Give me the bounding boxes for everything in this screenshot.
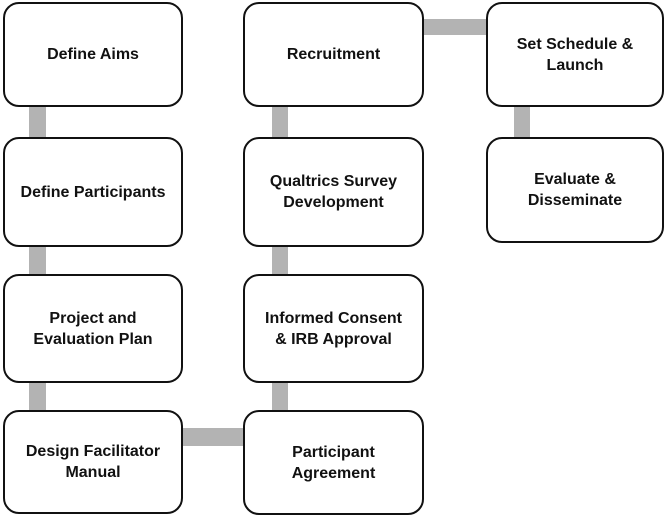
flow-box-define-aims: Define Aims [3,2,183,107]
connector-project-plan-facilitator-manual [29,372,46,422]
flow-box-label: Define Participants [20,183,166,201]
flow-box-recruitment: Recruitment [243,2,424,107]
flow-box-define-participants: Define Participants [3,137,183,247]
flow-box-label: Recruitment [286,46,381,63]
flow-box-label: Define Aims [47,46,139,63]
flow-box-label: Qualtrics Survey Development [269,173,398,211]
flow-box-label: Project and Evaluation Plan [33,309,153,348]
flow-box-label: Evaluate & Disseminate [527,171,623,209]
flow-box-project-and-evaluation-plan: Project and Evaluation Plan [3,274,183,383]
flow-box-informed-consent-irb-approval: Informed Consent & IRB Approval [243,274,424,383]
flow-box-qualtrics-survey-development: Qualtrics Survey Development [243,137,424,247]
connector-define-aims-define-participants [29,95,46,147]
flow-box-participant-agreement: Participant Agreement [243,410,424,515]
flow-box-label: Participant Agreement [291,443,376,482]
connector-set-schedule-evaluate [514,100,530,145]
connector-participant-agreement-informed-consent [272,372,288,422]
flow-box-label: Informed Consent & IRB Approval [265,309,402,348]
flow-box-evaluate-disseminate: Evaluate & Disseminate [486,137,664,243]
connector-facilitator-manual-participant-agreement [175,428,251,446]
flow-box-label: Set Schedule & Launch [516,35,634,74]
flow-box-label: Design Facilitator Manual [25,443,161,481]
flow-box-design-facilitator-manual: Design Facilitator Manual [3,410,183,514]
connector-recruitment-set-schedule [416,19,494,35]
connector-qualtrics-survey-recruitment [272,95,288,147]
flow-box-set-schedule-launch: Set Schedule & Launch [486,2,664,107]
